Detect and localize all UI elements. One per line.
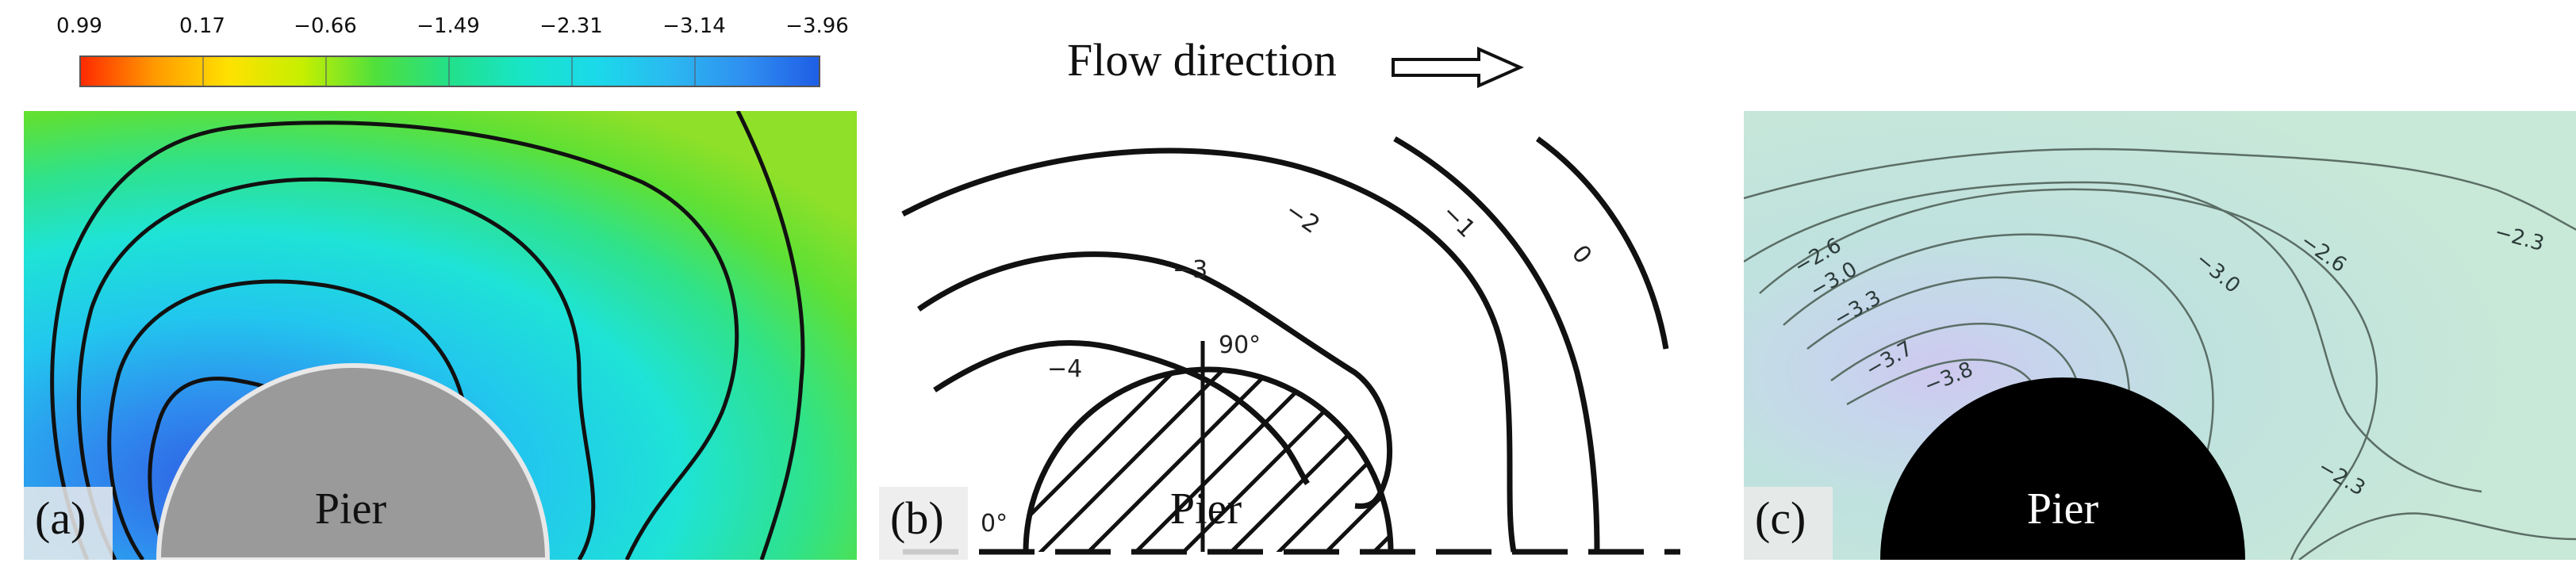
panel-a-label: (a) — [35, 492, 86, 544]
panel-b-pier-label: Pier — [1169, 484, 1242, 534]
colorbar-tick-label: −1.49 — [417, 14, 480, 38]
panel-c-contour-plot: −2.6 −3.0 −3.3 −3.7 −3.8 −3.0 −2.6 −2.3 … — [1744, 111, 2576, 560]
flow-direction-title: Flow direction — [1067, 34, 1337, 86]
colorbar-tick-label: 0.17 — [179, 14, 225, 38]
panel-b-contour-label: −4 — [1047, 355, 1082, 383]
panel-b-contour-plot: −4 −3 −2 −1 0 90° 0° — [879, 111, 1712, 560]
panel-b-contour-label: −3 — [1173, 256, 1207, 284]
panel-a-contour-plot — [24, 111, 857, 560]
colorbar-tick-label: −3.96 — [785, 14, 849, 38]
panel-b-angle-label: 90° — [1219, 331, 1261, 359]
hollow-right-arrow-icon — [1392, 46, 1524, 89]
panel-a-pier-label: Pier — [314, 484, 387, 534]
colorbar-tick-label: −0.66 — [294, 14, 357, 38]
colorbar-legend: 0.99 0.17 −0.66 −1.49 −2.31 −3.14 −3.96 — [0, 0, 873, 95]
colorbar-gradient — [79, 56, 820, 87]
panel-c-label: (c) — [1755, 492, 1806, 544]
panel-a-simulation: (a) Pier — [24, 111, 857, 560]
panel-c-pier-label: Pier — [2026, 484, 2099, 534]
panel-b-angle-label: 0° — [981, 510, 1008, 538]
panel-b-label: (b) — [890, 492, 944, 544]
colorbar-tick-label: −3.14 — [662, 14, 726, 38]
colorbar-tick-label: 0.99 — [56, 14, 102, 38]
panel-c-measurement: −2.6 −3.0 −3.3 −3.7 −3.8 −3.0 −2.6 −2.3 … — [1744, 111, 2576, 560]
colorbar-tick-label: −2.31 — [539, 14, 603, 38]
panel-b-experiment: −4 −3 −2 −1 0 90° 0° (b) Pier — [879, 111, 1712, 560]
